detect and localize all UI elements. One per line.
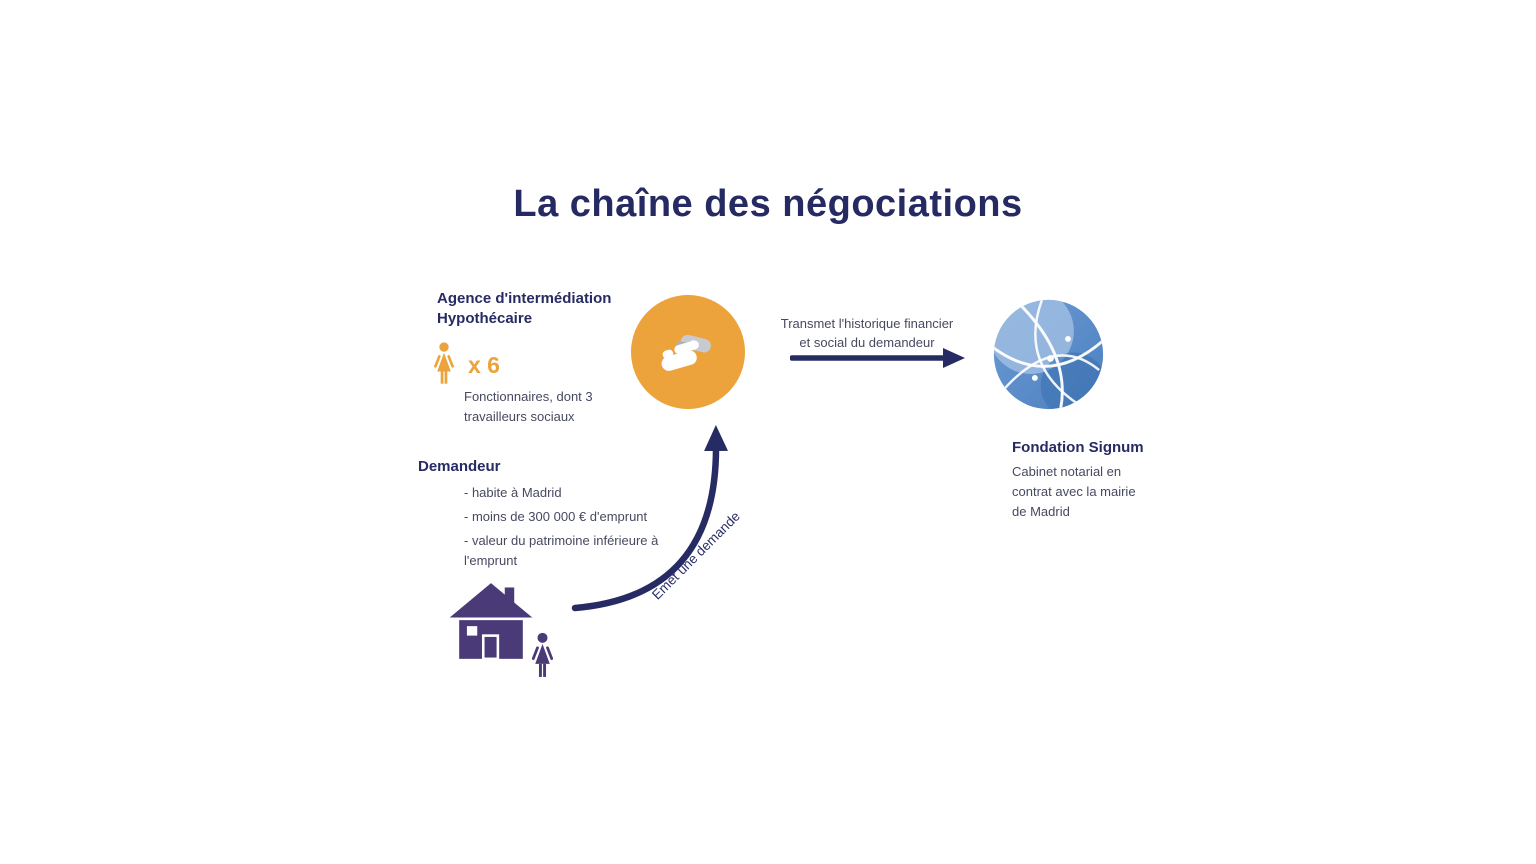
foundation-heading: Fondation Signum	[1012, 439, 1144, 456]
applicant-bullet-list: - habite à Madrid - moins de 300 000 € d…	[464, 483, 682, 576]
hands-icon	[652, 316, 724, 388]
applicant-bullet: - moins de 300 000 € d'emprunt	[464, 509, 648, 525]
female-person-icon	[531, 631, 554, 683]
right-arrow-icon	[789, 345, 975, 371]
page-title: La chaîne des négociations	[513, 183, 1023, 225]
applicant-heading: Demandeur	[418, 458, 501, 475]
applicant-bullet: - valeur du patrimoine inférieure à l'em…	[464, 533, 659, 569]
curved-arrow-icon	[565, 424, 750, 624]
applicant-bullet: - habite à Madrid	[464, 485, 562, 500]
agency-count-label: x 6	[468, 352, 500, 378]
house-icon	[448, 583, 534, 661]
network-globe-icon	[990, 296, 1107, 413]
transmit-arrow-label: Transmet l'historique financier et socia…	[780, 316, 954, 350]
agency-description: Fonctionnaires, dont 3 travailleurs soci…	[464, 389, 593, 425]
female-person-icon	[430, 342, 458, 388]
foundation-description: Cabinet notarial en contrat avec la mair…	[1012, 464, 1136, 520]
agency-heading: Agence d'intermédiation Hypothécaire	[437, 290, 612, 327]
hands-hub-circle	[631, 295, 745, 409]
